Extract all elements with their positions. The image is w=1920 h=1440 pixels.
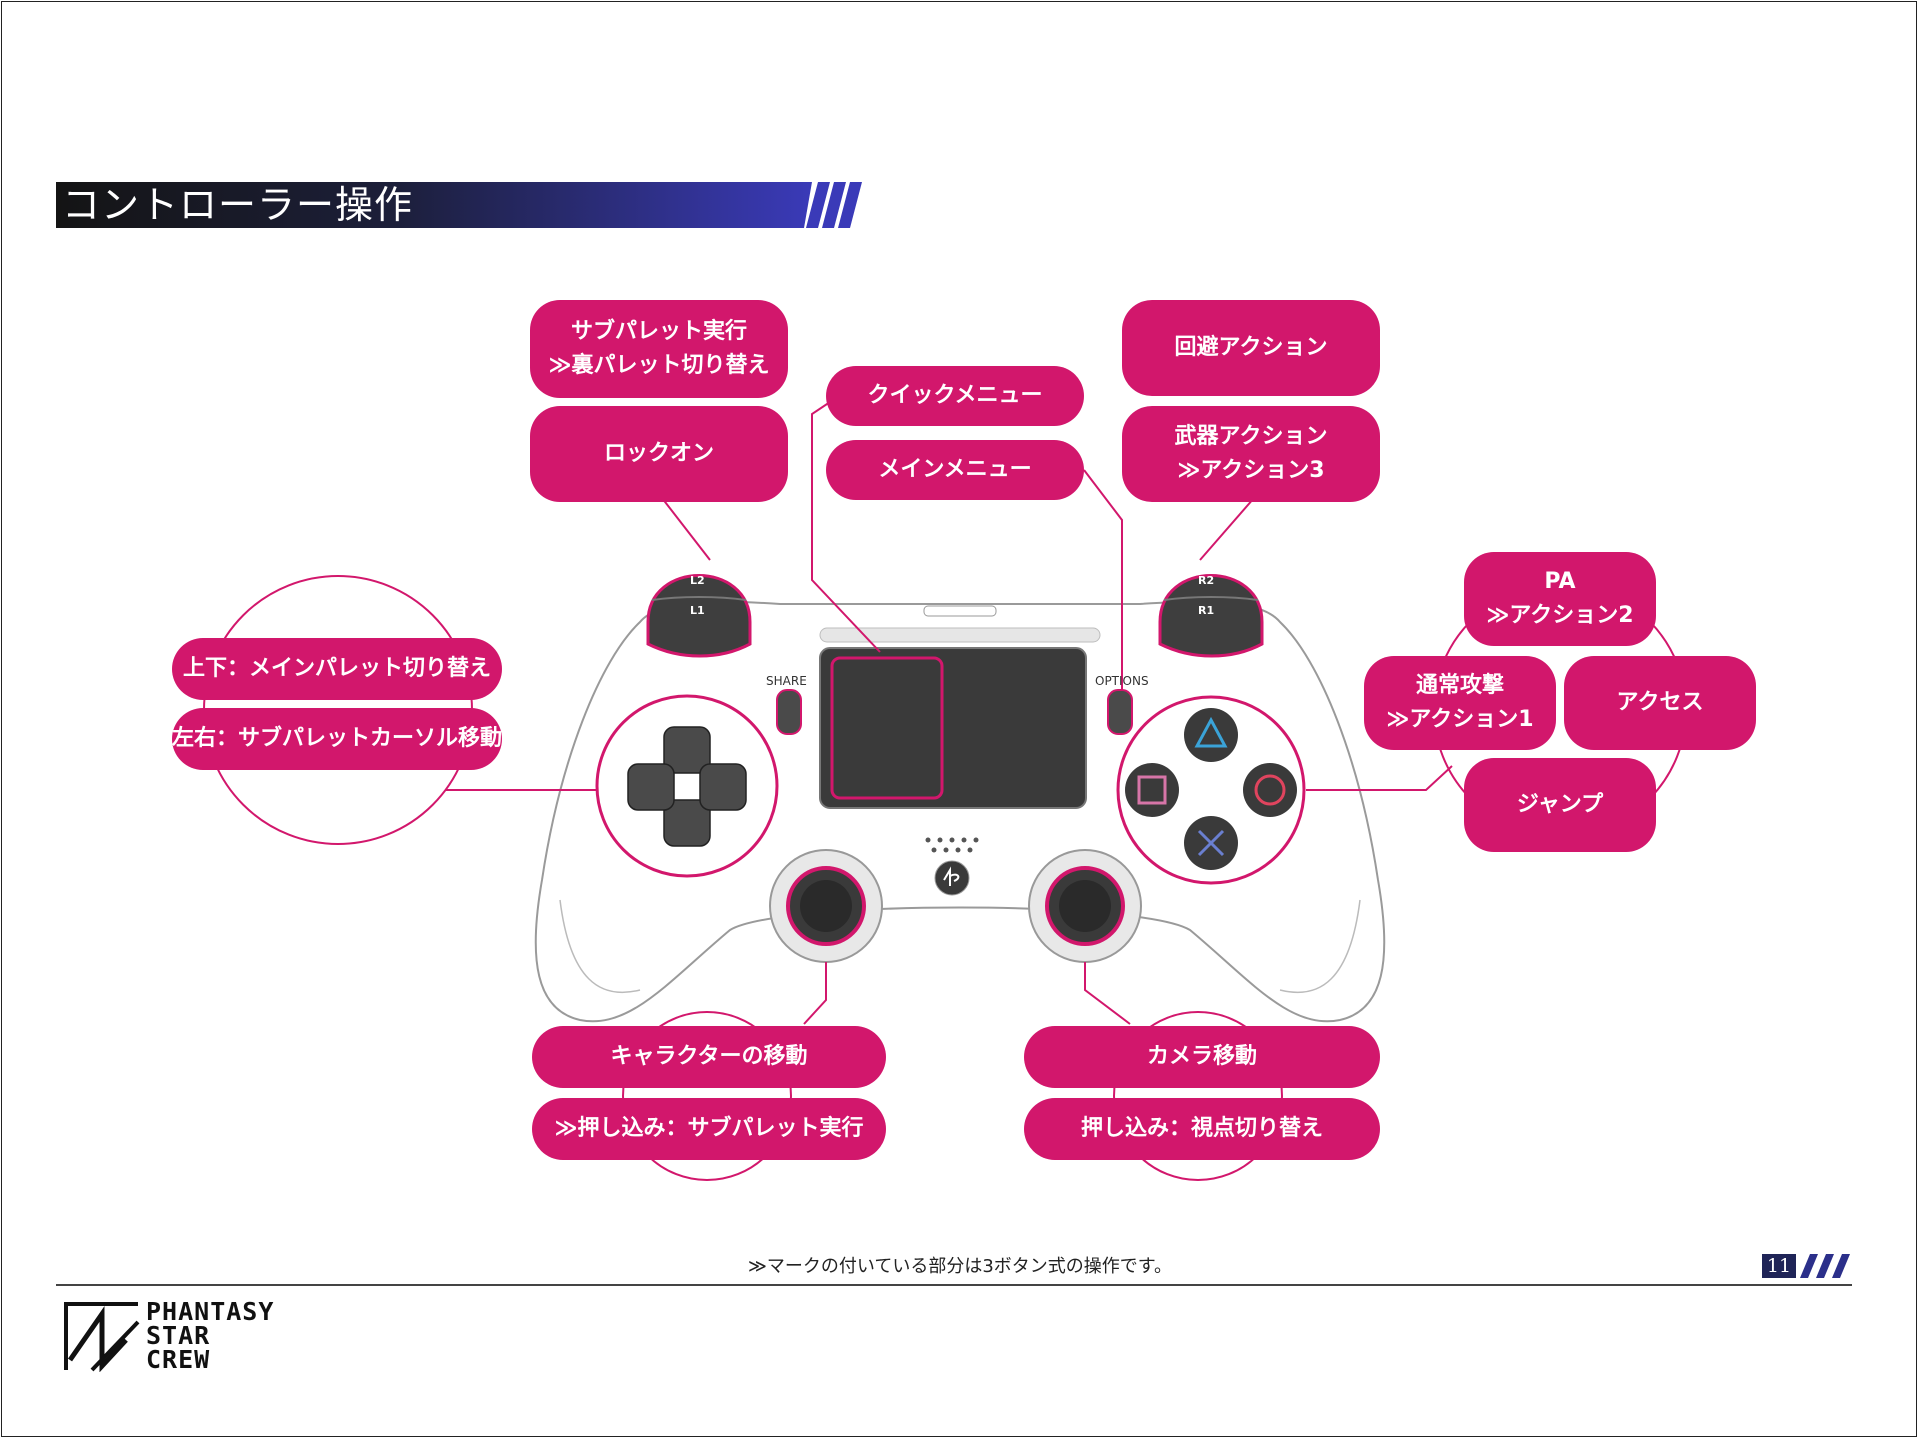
label-touchpad-quick-menu: クイックメニュー	[826, 366, 1084, 426]
cross-icon	[1197, 829, 1225, 857]
logo-mark-icon	[64, 1302, 140, 1372]
triangle-icon	[1194, 716, 1228, 748]
logo-line-1: PHANTASY	[146, 1297, 275, 1326]
triangle-button[interactable]	[1184, 708, 1238, 762]
dpad-ring	[595, 694, 779, 878]
left-stick-connector	[803, 962, 827, 1025]
options-button[interactable]	[1107, 689, 1133, 735]
l1-text: L1	[690, 604, 705, 617]
label-dpad-up-down: 上下：メインパレット切り替え	[172, 638, 502, 700]
label-right-stick-press: 押し込み：視点切り替え	[1024, 1098, 1380, 1160]
right-stick-connector	[1084, 962, 1131, 1025]
l2-text: L2	[690, 574, 705, 587]
label-cross-jump: ジャンプ	[1464, 758, 1656, 852]
label-left-stick-move: キャラクターの移動	[532, 1026, 886, 1088]
dpad-down-button[interactable]	[663, 799, 711, 847]
options-text: OPTIONS	[1095, 674, 1149, 688]
label-l2-line1: サブパレット実行	[570, 319, 747, 344]
touchpad[interactable]	[819, 647, 1087, 809]
label-square-normal-attack: 通常攻撃 ≫アクション1	[1364, 656, 1556, 750]
square-icon	[1137, 775, 1167, 805]
l-shoulder-connector	[661, 497, 711, 561]
label-r2-weapon-action: 武器アクション ≫アクション3	[1122, 406, 1380, 502]
label-l2-line2: ≫裏パレット切り替え	[548, 353, 770, 378]
speaker-grille	[925, 837, 979, 853]
connector-lines	[445, 397, 1453, 1025]
label-right-stick-camera: カメラ移動	[1024, 1026, 1380, 1088]
label-square-line2: ≫アクション1	[1386, 707, 1534, 732]
touchpad-left-highlight	[830, 656, 944, 800]
label-left-stick-press: ≫押し込み：サブパレット実行	[532, 1098, 886, 1160]
dpad-right-button[interactable]	[699, 763, 747, 811]
dpad-up-button[interactable]	[663, 726, 711, 774]
logo-line-3: CREW	[146, 1345, 211, 1374]
page-number-slashes	[1800, 1254, 1850, 1278]
page-title: コントローラー操作	[62, 183, 414, 227]
right-stick[interactable]	[1028, 849, 1142, 963]
label-square-line1: 通常攻撃	[1415, 673, 1504, 698]
r-shoulder-connector	[1199, 497, 1255, 561]
face-buttons-connector	[1306, 765, 1453, 791]
footnote: ≫マークの付いている部分は3ボタン式の操作です。	[748, 1256, 1172, 1277]
ps-button[interactable]	[934, 860, 970, 896]
touchpad-connector	[811, 397, 881, 653]
footer-rule	[56, 1284, 1852, 1286]
page-number: 11	[1762, 1254, 1796, 1278]
options-connector	[1083, 469, 1123, 690]
share-text: SHARE	[766, 674, 807, 688]
cross-button[interactable]	[1184, 816, 1238, 870]
label-triangle-pa: PA ≫アクション2	[1464, 552, 1656, 646]
section-title-bar: コントローラー操作	[56, 182, 862, 228]
label-r2-line1: 武器アクション	[1174, 424, 1328, 449]
circle-button[interactable]	[1243, 763, 1297, 817]
label-dpad-left-right: 左右：サブパレットカーソル移動	[172, 708, 502, 770]
r1-text: R1	[1198, 604, 1215, 617]
left-stick-connector-circle	[622, 1011, 792, 1181]
circle-icon	[1254, 774, 1286, 806]
left-stick[interactable]	[769, 849, 883, 963]
dpad-left-button[interactable]	[627, 763, 675, 811]
phantasy-star-crew-logo: PHANTASY STAR CREW	[62, 1299, 332, 1372]
r-shoulder-buttons[interactable]	[1158, 574, 1264, 658]
label-l1-lock-on: ロックオン	[530, 406, 788, 502]
label-triangle-line2: ≫アクション2	[1486, 603, 1634, 628]
l-shoulder-buttons[interactable]	[646, 574, 752, 658]
label-triangle-line1: PA	[1544, 569, 1576, 594]
label-l2-sub-palette: サブパレット実行 ≫裏パレット切り替え	[530, 300, 788, 398]
title-bar-background	[56, 182, 862, 228]
label-circle-access: アクセス	[1564, 656, 1756, 750]
share-button[interactable]	[776, 689, 802, 735]
square-button[interactable]	[1125, 763, 1179, 817]
label-options-main-menu: メインメニュー	[826, 440, 1084, 500]
right-stick-connector-circle	[1113, 1011, 1283, 1181]
r2-text: R2	[1198, 574, 1215, 587]
face-buttons-ring	[1116, 695, 1306, 885]
ps-logo-icon	[943, 866, 960, 886]
label-r1-evade: 回避アクション	[1122, 300, 1380, 396]
logo-line-2: STAR	[146, 1321, 211, 1350]
label-r2-line2: ≫アクション3	[1177, 458, 1325, 483]
